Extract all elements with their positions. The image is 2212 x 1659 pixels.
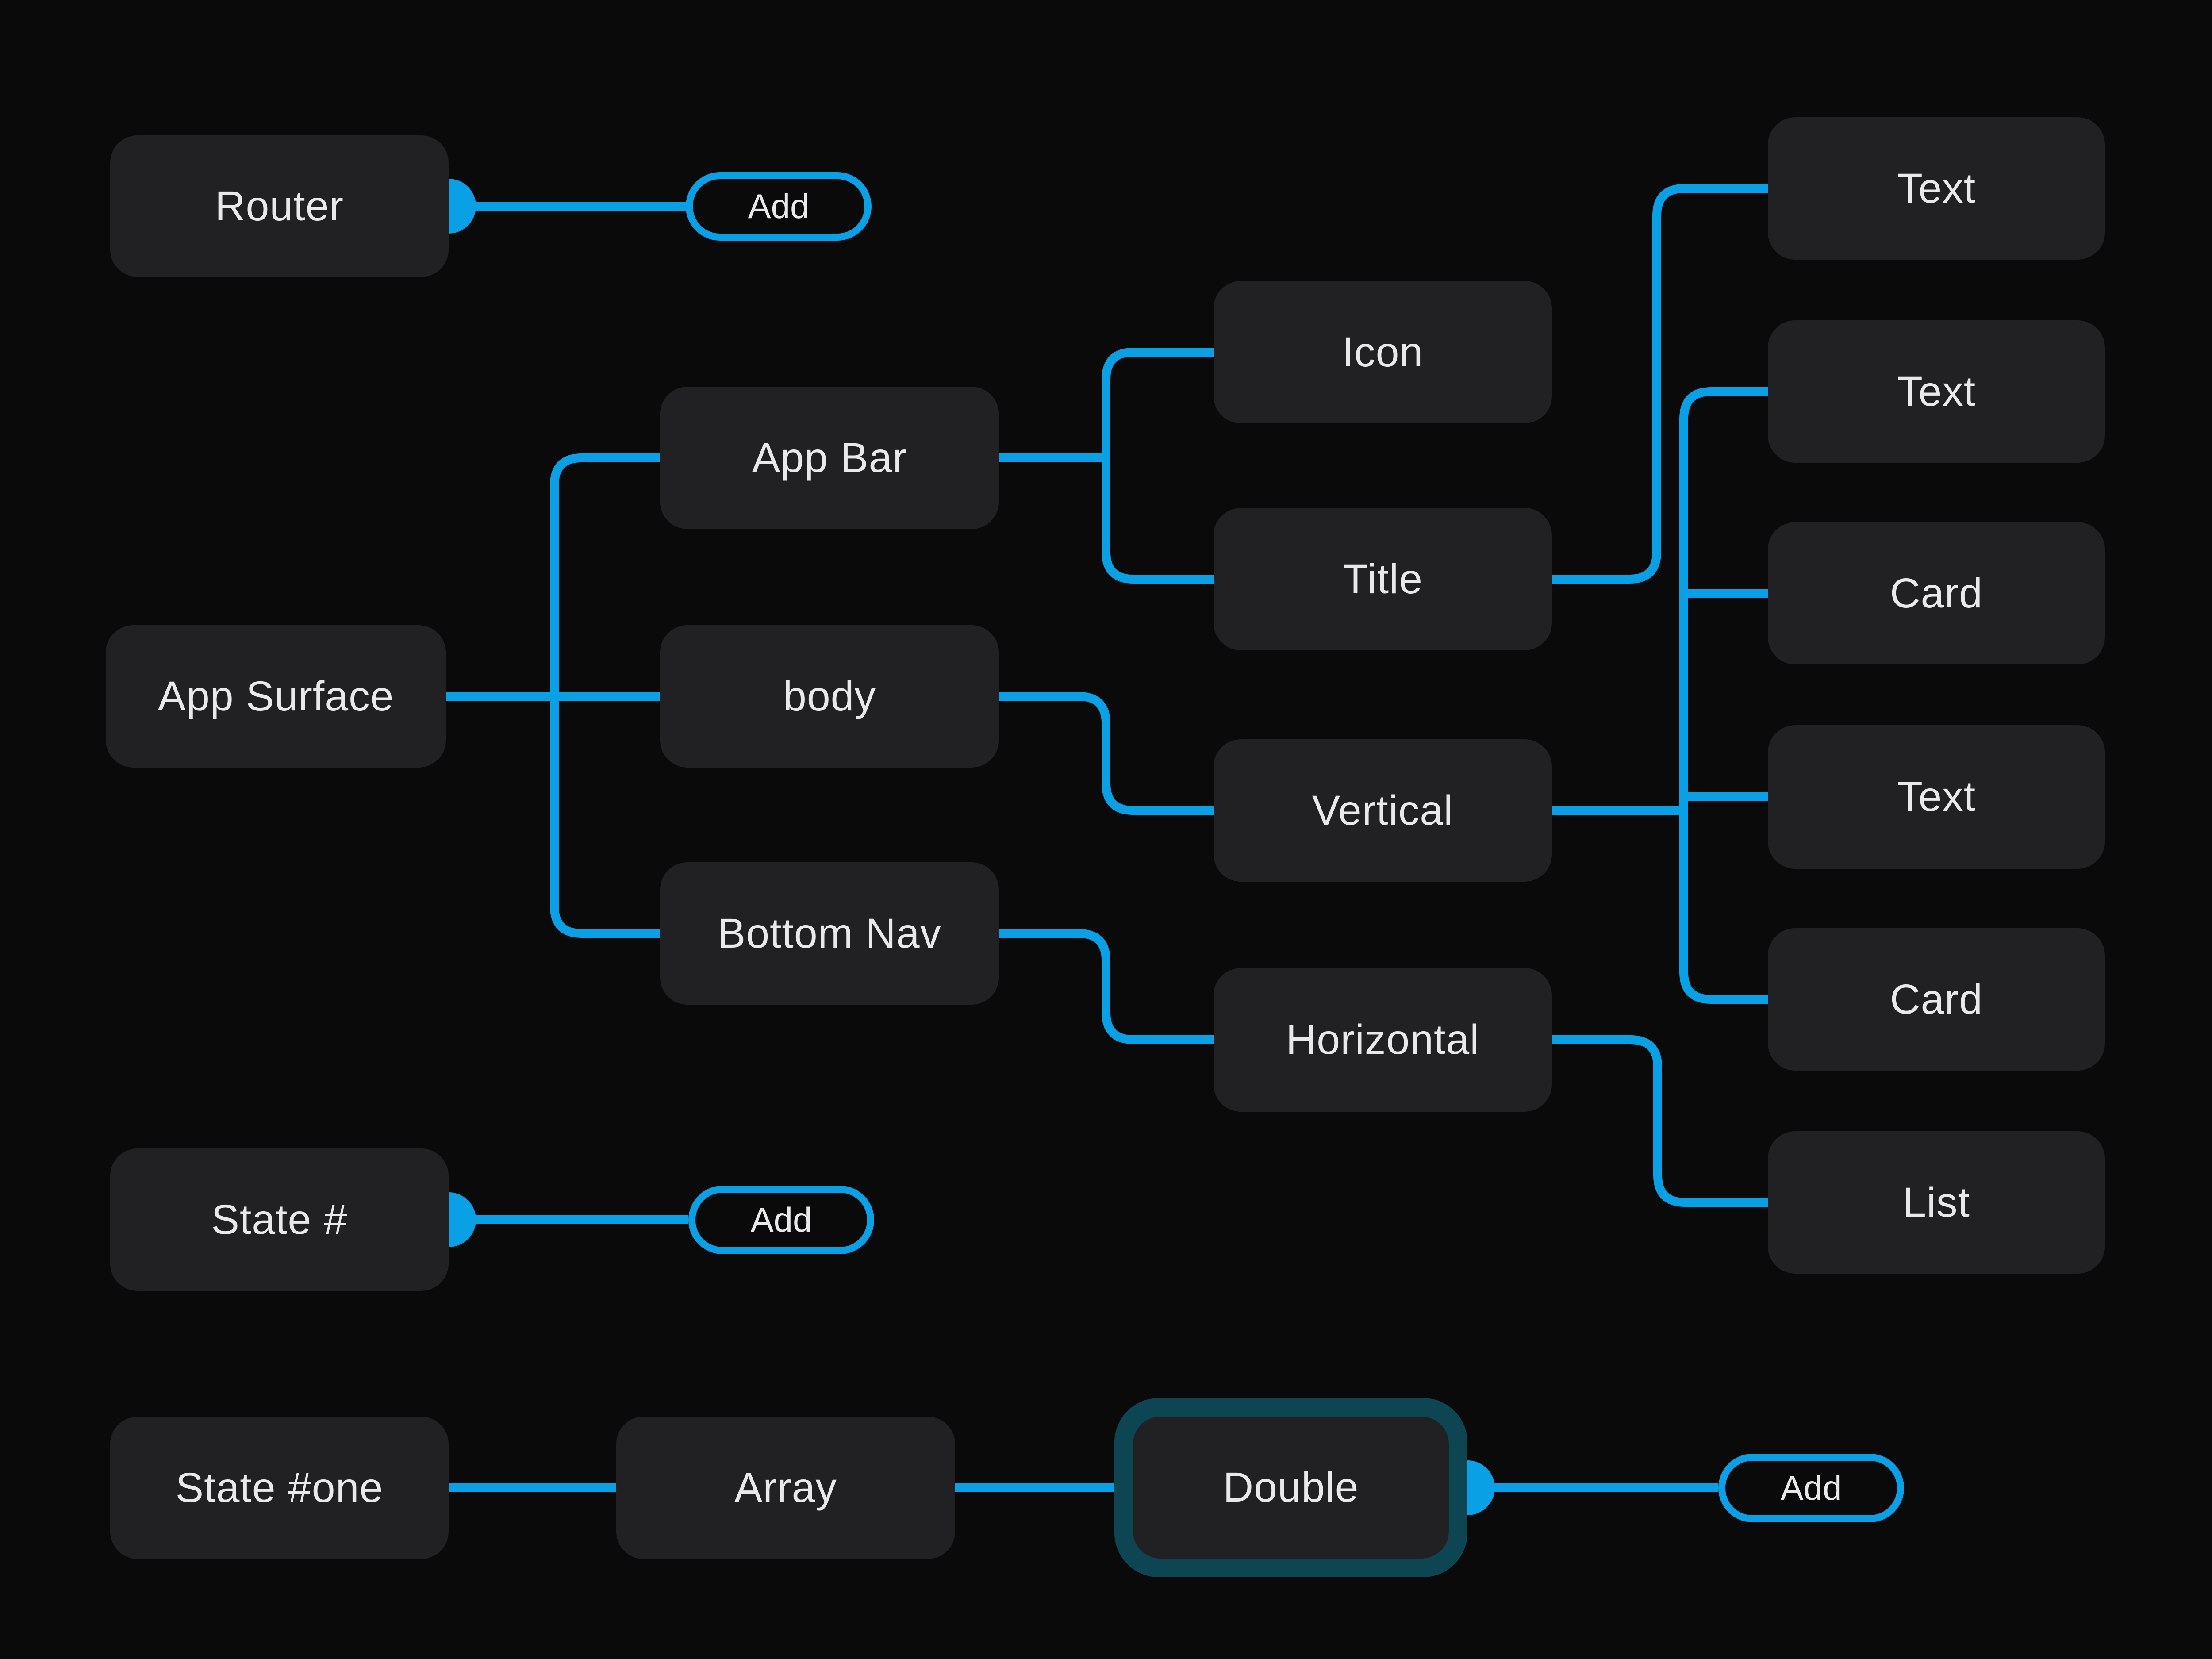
node-label: List: [1903, 1179, 1970, 1226]
node-horizontal[interactable]: Horizontal: [1214, 968, 1552, 1112]
node-label: Text: [1897, 165, 1976, 212]
node-label: State #one: [175, 1464, 384, 1511]
node-label: Array: [734, 1464, 837, 1511]
add-button-router[interactable]: Add: [686, 172, 872, 241]
node-label: App Bar: [752, 434, 907, 481]
connector-bottomnav-horizontal: [999, 929, 1214, 1044]
node-label: Bottom Nav: [717, 910, 942, 957]
node-state-hash[interactable]: State #: [110, 1148, 449, 1291]
add-button-label: Add: [750, 1200, 812, 1239]
node-label: body: [783, 672, 876, 720]
node-label: Double: [1223, 1464, 1359, 1511]
output-port-router[interactable]: [449, 179, 476, 234]
node-array[interactable]: Array: [616, 1417, 955, 1559]
node-app-surface[interactable]: App Surface: [106, 625, 446, 768]
node-label: Icon: [1342, 328, 1424, 376]
output-port-state[interactable]: [449, 1192, 476, 1247]
node-card-1[interactable]: Card: [1768, 522, 2105, 664]
node-text-2[interactable]: Text: [1768, 320, 2105, 463]
node-label: App Surface: [157, 672, 394, 720]
node-list[interactable]: List: [1768, 1131, 2105, 1274]
node-text-3[interactable]: Text: [1768, 725, 2105, 869]
selection-ring-double: Double: [1114, 1398, 1467, 1577]
add-button-label: Add: [1780, 1468, 1842, 1507]
node-double[interactable]: Double: [1133, 1417, 1449, 1559]
node-label: Text: [1897, 773, 1976, 820]
node-label: Horizontal: [1286, 1016, 1480, 1063]
add-button-double[interactable]: Add: [1718, 1454, 1904, 1522]
node-state-one[interactable]: State #one: [110, 1417, 449, 1559]
node-title[interactable]: Title: [1214, 508, 1552, 650]
node-text-1[interactable]: Text: [1768, 117, 2105, 260]
connector-horizontal-list: [1552, 1035, 1768, 1207]
node-label: State #: [211, 1196, 348, 1243]
node-label: Title: [1343, 555, 1423, 603]
add-button-state[interactable]: Add: [688, 1186, 874, 1254]
output-port-double[interactable]: [1467, 1460, 1495, 1515]
node-card-2[interactable]: Card: [1768, 928, 2105, 1071]
node-router[interactable]: Router: [110, 135, 449, 277]
connector-appbar-icon-title: [1102, 348, 1214, 584]
connector-title-text1: [1552, 184, 1768, 584]
node-app-bar[interactable]: App Bar: [660, 387, 999, 529]
connector-body-vertical: [999, 692, 1214, 815]
node-icon[interactable]: Icon: [1214, 281, 1552, 423]
node-vertical[interactable]: Vertical: [1214, 739, 1552, 882]
connector-vertical-trunk: [1679, 387, 1768, 1004]
node-bottom-nav[interactable]: Bottom Nav: [660, 862, 999, 1005]
node-label: Text: [1897, 368, 1976, 415]
node-label: Vertical: [1312, 787, 1454, 834]
node-label: Card: [1890, 569, 1983, 617]
node-label: Router: [215, 182, 344, 230]
node-label: Card: [1890, 975, 1983, 1023]
add-button-label: Add: [748, 187, 810, 226]
connector-appsurface-appbar-bottomnav: [550, 453, 660, 938]
node-body[interactable]: body: [660, 625, 999, 768]
